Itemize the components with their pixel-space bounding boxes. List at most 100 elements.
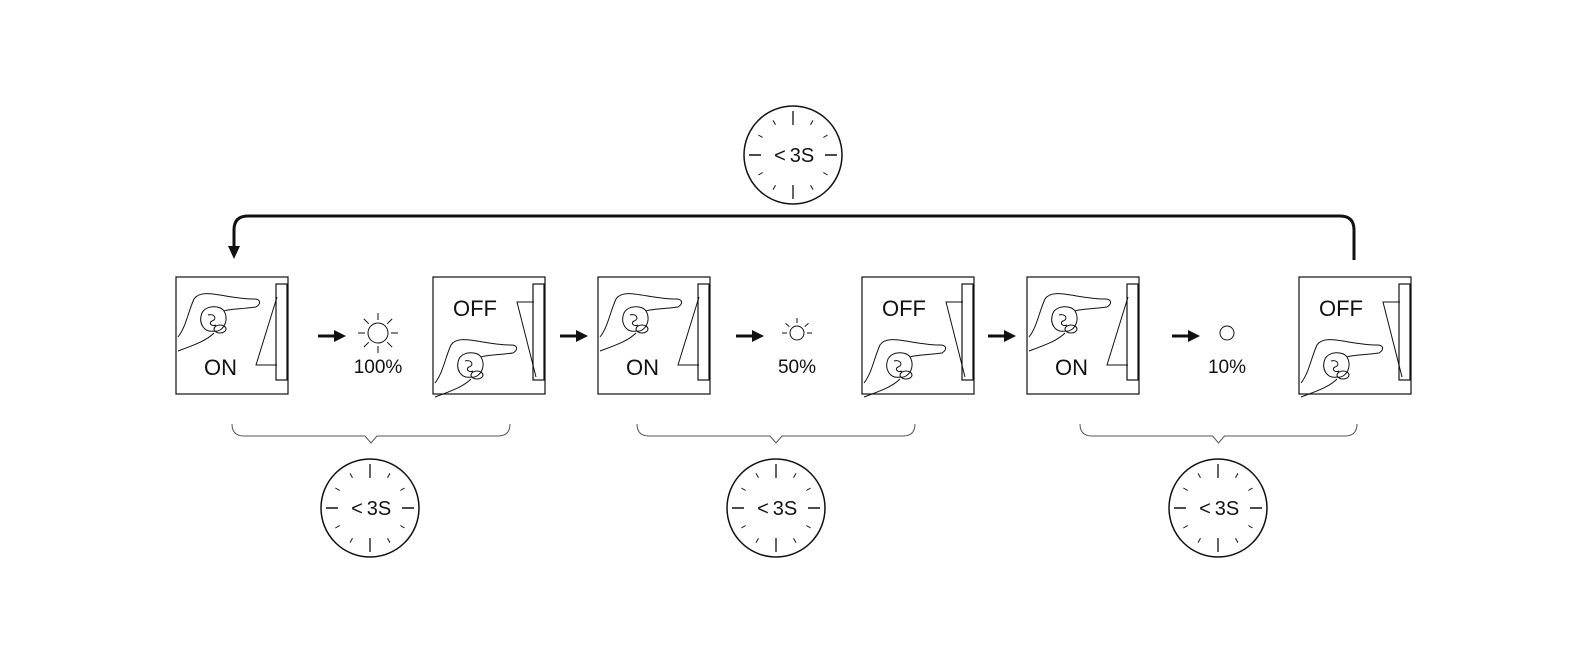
clock-tick — [758, 134, 763, 138]
less-than-symbol: < — [774, 145, 786, 167]
clock-face — [743, 105, 843, 205]
clock-tick — [810, 185, 814, 190]
wrist-outline — [1300, 378, 1338, 398]
arrow-head — [1188, 330, 1200, 342]
knuckle-curl — [1330, 360, 1340, 372]
loop-arrow-head — [228, 246, 240, 259]
clock-tick — [1183, 525, 1188, 529]
switch-plate — [1126, 283, 1139, 381]
clock-tick — [793, 538, 797, 543]
fist-outline — [1051, 306, 1078, 332]
panel-frame — [861, 276, 975, 395]
arrow-head — [1004, 330, 1016, 342]
right-arrow-icon — [736, 330, 764, 342]
knuckle-curl — [629, 314, 639, 326]
light-ray — [785, 322, 790, 327]
loop-back-arrow — [232, 214, 1356, 260]
clock-tick — [741, 525, 746, 529]
switch-off-panel: OFF — [861, 276, 975, 398]
pointing-hand-icon — [1028, 293, 1112, 352]
clock-tick — [755, 538, 759, 543]
less-than-symbol: < — [1199, 498, 1211, 520]
light-circle — [789, 325, 805, 341]
rocker-pressed-off — [516, 301, 537, 378]
brightness-label: 10% — [1208, 357, 1246, 378]
clock-tick — [335, 525, 340, 529]
clock-tick — [772, 120, 776, 125]
clock-tick — [806, 487, 811, 491]
knuckle-curl — [893, 360, 903, 372]
knuckle-curl — [207, 314, 217, 326]
arrow-head — [576, 330, 588, 342]
clock-tick — [1248, 487, 1253, 491]
timer-label: 3S — [790, 145, 814, 167]
fist-outline — [457, 352, 484, 378]
wrist-outline — [599, 332, 637, 352]
arrow-head — [334, 330, 346, 342]
timer-clock-icon: <3S — [1168, 458, 1268, 558]
clock-tick — [400, 487, 405, 491]
rocker-pressed-on — [1106, 296, 1129, 366]
timer-clock-icon: <3S — [743, 105, 843, 205]
rocker-pressed-on — [677, 296, 700, 366]
clock-tick — [1197, 538, 1201, 543]
finger-outline — [434, 339, 518, 384]
switch-plate — [697, 283, 710, 381]
clock-tick — [793, 473, 797, 478]
light-ray — [363, 341, 370, 348]
off-label: OFF — [882, 296, 926, 321]
clock-tick — [1248, 525, 1253, 529]
on-label: ON — [626, 355, 659, 380]
fist-outline — [200, 306, 227, 332]
switch-plate — [961, 283, 974, 381]
fist-outline — [886, 352, 913, 378]
thumb-outline — [1336, 370, 1350, 380]
light-circle — [367, 322, 389, 344]
light-ray — [386, 341, 393, 348]
clock-tick — [823, 172, 828, 176]
switch-on-panel: ON — [175, 276, 289, 395]
less-than-symbol: < — [351, 498, 363, 520]
switch-plate — [1398, 283, 1411, 381]
thumb-outline — [1064, 324, 1078, 334]
on-label: ON — [1055, 355, 1088, 380]
pointing-hand-icon — [599, 293, 683, 352]
switch-on-panel: ON — [1026, 276, 1140, 395]
knuckle-curl — [1058, 314, 1068, 326]
finger-outline — [1300, 339, 1384, 384]
timer-label: 3S — [1215, 498, 1239, 520]
clock-face — [1168, 458, 1268, 558]
off-label: OFF — [1319, 296, 1363, 321]
light-ray — [386, 318, 393, 325]
pointing-hand-icon — [177, 293, 261, 352]
thumb-outline — [213, 324, 227, 334]
clock-tick — [1235, 538, 1239, 543]
right-arrow-icon — [1172, 330, 1200, 342]
timer-clock-icon: <3S — [726, 458, 826, 558]
less-than-symbol: < — [757, 498, 769, 520]
clock-tick — [823, 134, 828, 138]
finger-outline — [863, 339, 947, 384]
group-bracket — [1079, 423, 1358, 444]
clock-tick — [741, 487, 746, 491]
wrist-outline — [863, 378, 901, 398]
pointing-hand-icon — [434, 339, 518, 398]
finger-outline — [1028, 293, 1112, 338]
clock-tick — [772, 185, 776, 190]
clock-tick — [810, 120, 814, 125]
finger-outline — [599, 293, 683, 338]
timer-clock-icon: <3S — [320, 458, 420, 558]
timer-label: 3S — [367, 498, 391, 520]
clock-tick — [387, 538, 391, 543]
light-bulb-brightness-icon: 10% — [1208, 325, 1246, 378]
light-ray — [363, 318, 370, 325]
clock-face — [320, 458, 420, 558]
light-circle — [1219, 325, 1235, 341]
thumb-outline — [470, 370, 484, 380]
clock-face — [726, 458, 826, 558]
brightness-label: 100% — [354, 357, 403, 378]
fist-outline — [622, 306, 649, 332]
clock-tick — [755, 473, 759, 478]
